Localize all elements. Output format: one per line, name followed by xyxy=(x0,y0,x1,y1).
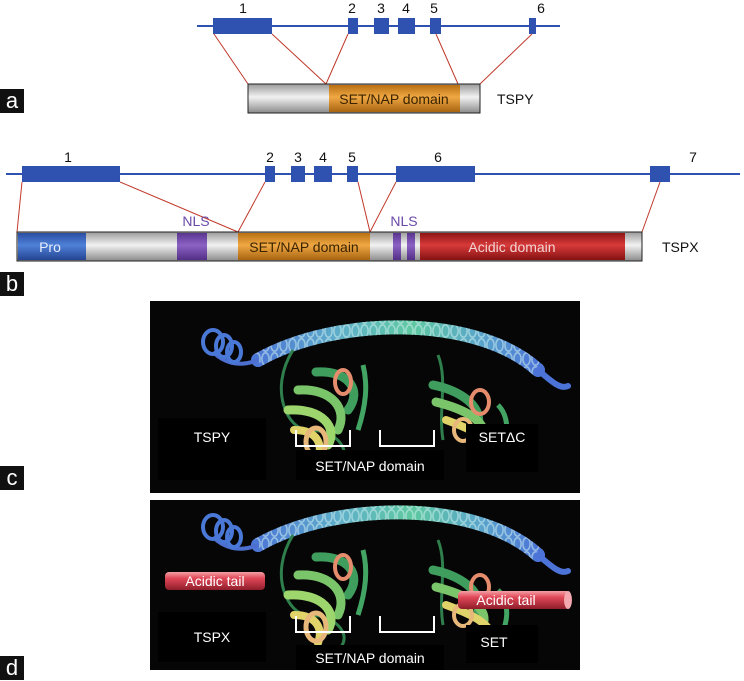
exon-num-a-5: 5 xyxy=(430,0,438,16)
exon-num-a-6: 6 xyxy=(537,0,545,16)
pro-domain xyxy=(18,233,86,260)
exons-tspx xyxy=(22,166,670,182)
panel-b: 1 2 3 4 5 6 7 Pro NLS SET/NAP domain NLS… xyxy=(0,149,740,296)
exons-tspy xyxy=(213,18,536,34)
label-c-right: SETΔC xyxy=(479,429,526,445)
exon-num-b-1: 1 xyxy=(64,149,72,165)
label-box-d-right xyxy=(466,625,538,663)
label-c-left: TSPY xyxy=(194,429,231,445)
panel-letter-b: b xyxy=(6,271,18,296)
nls-label-2: NLS xyxy=(390,213,417,229)
exon-num-a-3: 3 xyxy=(377,0,385,16)
setnap-domain-tspx xyxy=(238,233,370,260)
exon-tspx-3 xyxy=(291,166,305,182)
acidic-domain xyxy=(420,233,625,260)
exon-num-b-7: 7 xyxy=(689,149,697,165)
nls-label-1: NLS xyxy=(182,213,209,229)
tail-label-right: Acidic tail xyxy=(476,592,535,608)
label-box-c-right xyxy=(466,424,538,472)
exon-num-a-2: 2 xyxy=(348,0,356,16)
exon-num-b-4: 4 xyxy=(319,149,327,165)
panel-d: Acidic tail Acidic tail TSPX SET SET/NAP… xyxy=(0,500,580,680)
exon-tspx-7 xyxy=(650,166,670,182)
exon-tspy-6 xyxy=(529,18,536,34)
exon-tspy-3 xyxy=(374,18,389,34)
exon-tspx-4 xyxy=(314,166,332,182)
acidic-tail-right-cap xyxy=(564,591,572,609)
exon-tspx-5 xyxy=(347,166,358,182)
pro-label: Pro xyxy=(39,239,61,255)
connectors-b xyxy=(16,181,661,233)
protein-label-tspy: TSPY xyxy=(497,91,534,107)
connectors-a xyxy=(213,33,533,85)
exon-num-b-2: 2 xyxy=(266,149,274,165)
panel-c: TSPY SETΔC SET/NAP domain c xyxy=(0,301,580,493)
bracket-c-left xyxy=(295,430,351,447)
domain-label-c: SET/NAP domain xyxy=(315,458,424,474)
panel-a: 1 2 3 4 5 6 SET/NAP domain TSPY a xyxy=(0,0,560,114)
acidic-tail-left xyxy=(165,572,265,590)
setnap-domain-tspy xyxy=(329,85,460,112)
panel-letter-a: a xyxy=(6,88,19,113)
label-d-right: SET xyxy=(480,634,508,650)
panel-letter-box-d xyxy=(0,656,24,680)
exon-tspy-2 xyxy=(348,18,358,34)
nls-domain-1 xyxy=(177,233,207,260)
acidic-label: Acidic domain xyxy=(468,239,555,255)
nls-domain-2a xyxy=(393,233,401,260)
panel-letter-box-b xyxy=(0,272,24,296)
acidic-tail-right xyxy=(458,591,570,609)
exon-tspx-1 xyxy=(22,166,120,182)
panel-letter-d: d xyxy=(6,655,18,680)
label-box-d-center xyxy=(296,645,444,670)
exon-tspy-5 xyxy=(430,18,441,34)
bracket-d-left xyxy=(295,616,351,633)
panel-letter-box-c xyxy=(0,466,24,490)
exon-tspy-1 xyxy=(213,18,272,34)
nls-domain-2b xyxy=(407,233,415,260)
label-box-c-center xyxy=(296,450,444,480)
exon-num-b-5: 5 xyxy=(348,149,356,165)
label-d-left: TSPX xyxy=(194,629,231,645)
exon-tspy-4 xyxy=(398,18,415,34)
label-box-c-left xyxy=(158,418,266,480)
exon-num-b-6: 6 xyxy=(434,149,442,165)
exon-num-b-3: 3 xyxy=(294,149,302,165)
exon-tspx-2 xyxy=(265,166,275,182)
setnap-label-b: SET/NAP domain xyxy=(249,239,358,255)
tail-label-left: Acidic tail xyxy=(185,573,244,589)
exon-num-a-4: 4 xyxy=(402,0,410,16)
bracket-d-right xyxy=(379,616,435,633)
bracket-c-right xyxy=(379,430,435,447)
protein-label-tspx: TSPX xyxy=(662,239,699,255)
domain-label-d: SET/NAP domain xyxy=(315,650,424,666)
setnap-label-a: SET/NAP domain xyxy=(339,91,448,107)
panel-letter-c: c xyxy=(7,465,18,490)
panel-letter-box-a xyxy=(0,89,24,113)
label-box-d-left xyxy=(158,612,266,662)
exon-num-a-1: 1 xyxy=(239,0,247,16)
exon-tspx-6 xyxy=(396,166,475,182)
